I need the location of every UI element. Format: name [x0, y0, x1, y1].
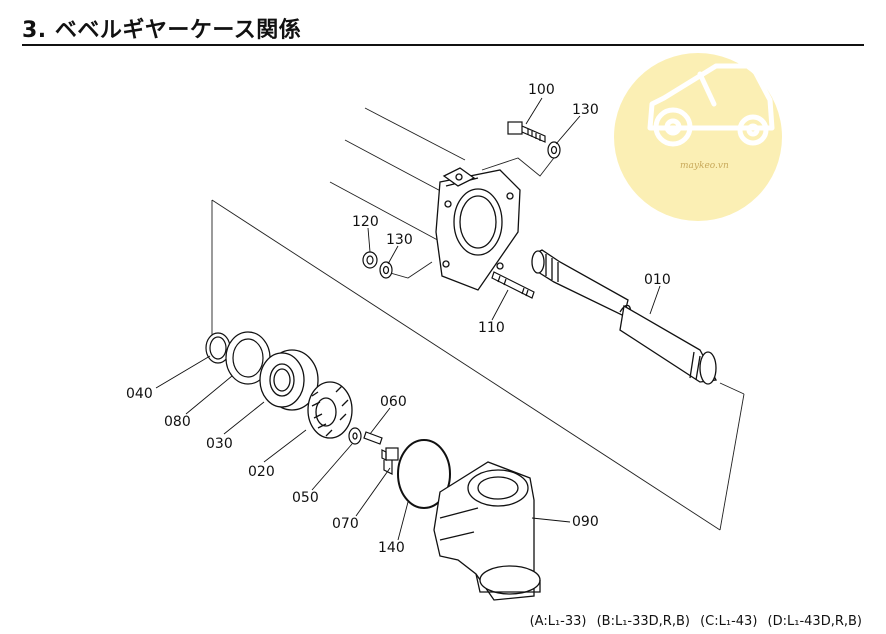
- o-ring-140: [397, 439, 451, 509]
- leader-lines: [155, 97, 661, 541]
- bevel-gear-case-090: [433, 461, 541, 601]
- part-label-080: 080: [164, 414, 191, 430]
- part-label-100: 100: [528, 82, 555, 98]
- circlip-040: [205, 332, 231, 364]
- model-a: (A:L₁-33): [529, 614, 587, 629]
- nut-120: [362, 251, 378, 269]
- bolt-070: [381, 447, 399, 475]
- part-label-130-mid: 130: [386, 232, 413, 248]
- part-label-010: 010: [644, 272, 671, 288]
- page-title: 3. ベベルギヤーケース関係: [22, 18, 302, 43]
- part-label-020: 020: [248, 464, 275, 480]
- part-label-060: 060: [380, 394, 407, 410]
- part-label-030: 030: [206, 436, 233, 452]
- part-label-140: 140: [378, 540, 405, 556]
- shaft-010: [531, 249, 718, 385]
- part-labels: 100 130 120 130 010 110 040 080 030 020 …: [126, 82, 671, 556]
- seal-080: [225, 331, 271, 385]
- part-label-070: 070: [332, 516, 359, 532]
- guide-lines: [211, 107, 745, 531]
- part-label-040: 040: [126, 386, 153, 402]
- part-label-090: 090: [572, 514, 599, 530]
- pin-060: [363, 431, 383, 445]
- gear-case-cover: [435, 167, 521, 291]
- part-label-130-top: 130: [572, 102, 599, 118]
- watermark-logo: maykeo.vn: [614, 53, 782, 221]
- model-d: (D:L₁-43D,R,B): [767, 614, 862, 629]
- washer-130-mid: [379, 261, 393, 279]
- washer-050: [348, 427, 362, 445]
- bolt-100: [507, 121, 546, 143]
- model-legend: (A:L₁-33) (B:L₁-33D,R,B) (C:L₁-43) (D:L₁…: [524, 614, 862, 629]
- stud-110: [491, 271, 535, 299]
- title-underline: [22, 44, 864, 46]
- part-label-050: 050: [292, 490, 319, 506]
- model-b: (B:L₁-33D,R,B): [596, 614, 690, 629]
- watermark-text: maykeo.vn: [680, 161, 729, 171]
- tractor-icon: [647, 63, 775, 147]
- model-c: (C:L₁-43): [700, 614, 758, 629]
- bearing-030: [259, 349, 319, 411]
- bevel-gear-020: [307, 381, 353, 439]
- part-label-110: 110: [478, 320, 505, 336]
- washer-130-top: [547, 141, 561, 159]
- part-label-120: 120: [352, 214, 379, 230]
